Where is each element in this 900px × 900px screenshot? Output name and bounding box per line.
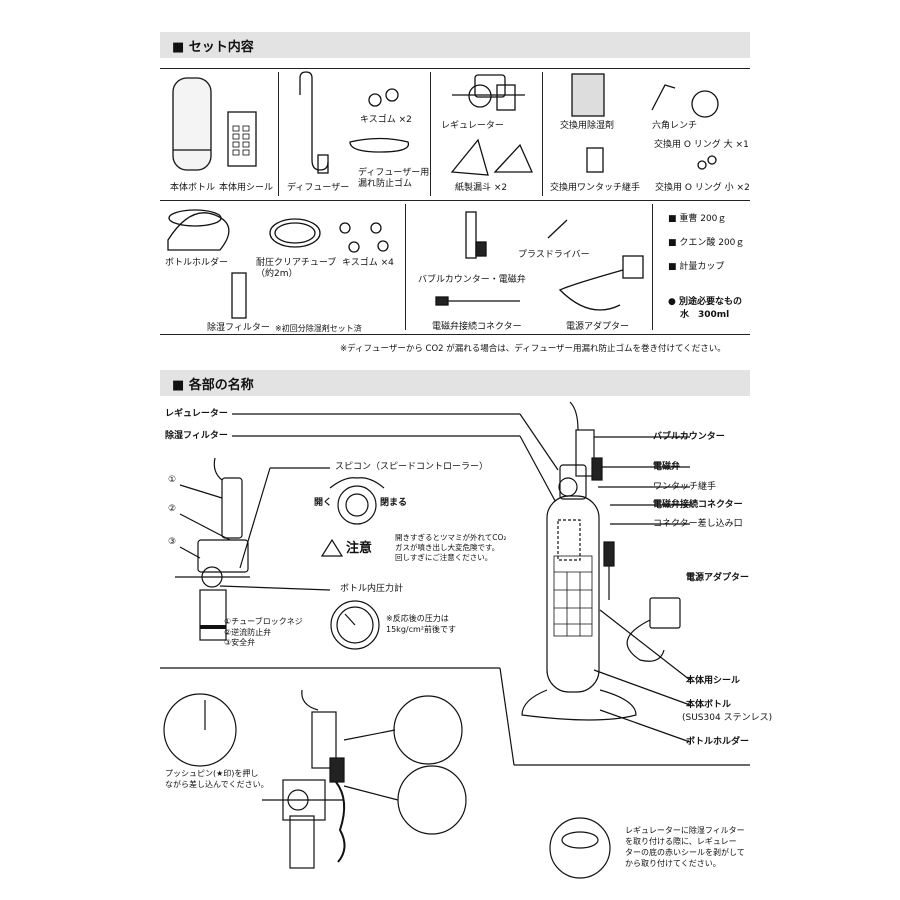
parts-title: ■ 各部の名称 [172, 378, 254, 393]
separate-item: 水 300ml [680, 310, 730, 320]
label-open: 開く [314, 498, 333, 508]
label-adapter: 電源アダプター [566, 322, 630, 332]
label-leak-rubber: ディフューザー用 漏れ防止ゴム [358, 168, 430, 189]
parts-header: ■ 各部の名称 [160, 370, 750, 396]
label-regulator-callout: レギュレーター [165, 409, 228, 419]
label-legend: ①チューブロックネジ ②逆流防止弁 ③安全弁 [224, 617, 303, 647]
label-bubble-counter: バブルカウンター [653, 432, 725, 442]
consumable-3: ■ 計量カップ [668, 262, 725, 272]
grid-line [405, 204, 406, 330]
label-sticker-callout: 本体用シール [686, 676, 741, 686]
label-solenoid: 電磁弁 [653, 462, 681, 472]
grid-line [430, 72, 431, 196]
label-diffuser: ディフューザー [287, 183, 350, 193]
label-n2: ② [168, 504, 177, 514]
label-connector: 電磁弁接続コネクター [432, 322, 522, 332]
label-pressure-note: ※反応後の圧力は 15kg/cm²前後です [386, 614, 456, 634]
label-filter-callout: 除湿フィルター [165, 431, 228, 441]
label-bottle: 本体ボトル [170, 183, 216, 193]
label-funnel: 紙製漏斗 ×2 [455, 183, 508, 193]
label-one-touch: 交換用ワンタッチ継手 [550, 183, 641, 193]
label-solenoid-connector: 電磁弁接続コネクター [653, 500, 743, 510]
label-caution-text: 開きすぎるとツマミが外れてCO₂ ガスが噴き出し大変危険です。 回しすぎにご注意… [395, 533, 507, 562]
grid-line [160, 200, 750, 201]
grid-line [278, 72, 279, 196]
label-desiccant: 交換用除湿剤 [560, 121, 615, 131]
label-connector-inlet: コネクター差し込み口 [653, 519, 743, 529]
set-footnote: ※ディフューザーから CO2 が漏れる場合は、ディフューザー用漏れ防止ゴムを巻き… [340, 344, 726, 354]
label-holder: ボトルホルダー [165, 258, 229, 268]
label-filter-note: レギュレーターに除湿フィルター を取り付ける際に、レギュレー ターの底の赤いシー… [625, 826, 745, 868]
label-n1: ① [168, 475, 177, 485]
label-one-touch-callout: ワンタッチ継手 [653, 482, 717, 492]
label-bottle-material: (SUS304 ステンレス) [682, 713, 773, 723]
separate-title: ● 別途必要なもの [668, 297, 742, 307]
label-close: 閉まる [380, 498, 408, 508]
label-hex-wrench: 六角レンチ [652, 121, 698, 131]
label-holder-callout: ボトルホルダー [686, 737, 750, 747]
label-caution: 注意 [346, 541, 373, 556]
set-contents-title: ■ セット内容 [172, 40, 254, 55]
label-regulator: レギュレーター [441, 121, 504, 131]
label-filter: 除湿フィルター [207, 323, 270, 333]
label-oring-large: 交換用 O リング 大 ×1 [654, 140, 749, 150]
label-kiss-rubber-2: キスゴム ×2 [360, 115, 412, 125]
grid-line [652, 204, 653, 330]
set-contents-header: ■ セット内容 [160, 32, 750, 58]
consumable-2: ■ クエン酸 200ｇ [668, 238, 745, 248]
label-adapter-callout: 電源アダプター [686, 573, 750, 583]
grid-line [160, 68, 750, 69]
label-kiss-rubber-4: キスゴム ×4 [342, 258, 394, 268]
grid-line [542, 72, 543, 196]
grid-line [160, 334, 750, 335]
label-tube: 耐圧クリアチューブ （約2m） [256, 258, 337, 279]
label-push-note: プッシュピン(★印)を押し ながら差し込んでください。 [165, 769, 269, 789]
label-bubble-valve: バブルカウンター・電磁弁 [418, 275, 526, 285]
label-bottle-callout: 本体ボトル [686, 700, 732, 710]
label-speed-controller: スピコン（スピードコントローラー） [335, 462, 489, 472]
label-filter-note: ※初回分除湿剤セット済 [275, 324, 362, 333]
label-oring-small: 交換用 O リング 小 ×2 [655, 183, 750, 193]
consumable-1: ■ 重曹 200ｇ [668, 214, 727, 224]
label-screwdriver: プラスドライバー [518, 250, 590, 260]
label-gauge: ボトル内圧力計 [340, 584, 404, 594]
label-n3: ③ [168, 537, 177, 547]
label-sticker: 本体用シール [219, 183, 274, 193]
